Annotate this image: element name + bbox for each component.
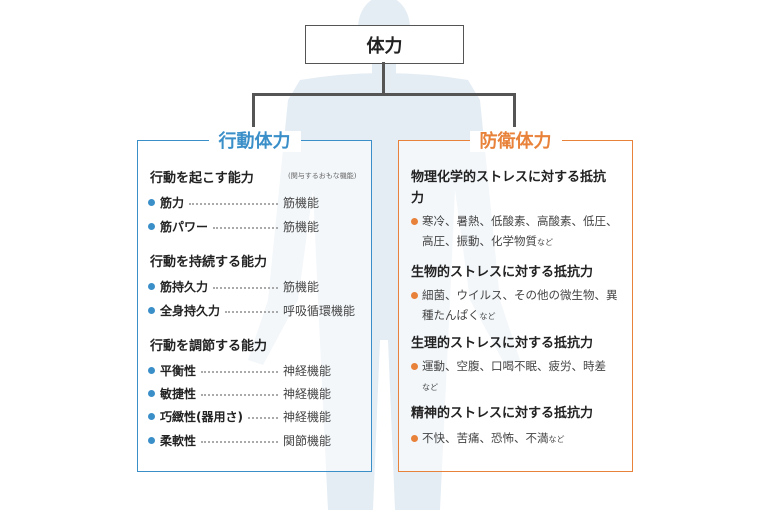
item-label: 全身持久力 <box>160 303 221 318</box>
item-suffix: など <box>548 435 565 444</box>
bullet-icon <box>148 366 155 374</box>
panel-defense-stamina: 防衛体力 物理化学的ストレスに対する抵抗力 寒冷、暑熱、低酸素、高酸素、低圧、高… <box>398 131 633 472</box>
list-item: 寒冷、暑熱、低酸素、高酸素、低圧、高圧、振動、化学物質など <box>411 211 624 253</box>
item-function: 関節機能 <box>283 433 332 448</box>
group-heading: 行動を起こす能力 <box>150 171 254 186</box>
item-label: 筋持久力 <box>160 279 209 294</box>
item-function: 神経機能 <box>283 386 332 401</box>
item-suffix: など <box>422 383 438 392</box>
connector-line <box>513 93 516 127</box>
panel-action-stamina: 行動体力 (関与するおもな機能) 行動を起こす能力 筋力筋機能 筋パワー筋機能 … <box>137 131 372 472</box>
item-function: 神経機能 <box>283 363 332 378</box>
bullet-icon <box>411 218 418 225</box>
item-label: 柔軟性 <box>160 433 197 448</box>
bullet-icon <box>148 282 155 290</box>
list-item: 敏捷性 神経機能 <box>148 384 363 402</box>
bullet-icon <box>411 435 418 442</box>
connector-line <box>382 62 385 95</box>
item-function: 神経機能 <box>283 409 332 424</box>
bullet-icon <box>148 222 155 230</box>
item-suffix: など <box>479 312 496 321</box>
list-item: 細菌、ウイルス、その他の微生物、異種たんぱくなど <box>411 285 624 327</box>
list-item: 全身持久力 呼吸循環機能 <box>148 301 363 319</box>
list-item: 平衡性 神経機能 <box>148 361 363 379</box>
list-item: 筋力 筋機能 <box>148 193 363 211</box>
item-text: 寒冷、暑熱、低酸素、高酸素、低圧、高圧、振動、化学物質 <box>422 214 618 248</box>
group-heading: 物理化学的ストレスに対する抵抗力 <box>411 170 607 206</box>
bullet-icon <box>411 292 418 299</box>
bullet-icon <box>148 389 155 397</box>
item-text: 運動、空腹、口喝不眠、疲労、時差 <box>422 359 606 373</box>
bullet-icon <box>411 363 418 370</box>
item-text: 細菌、ウイルス、その他の微生物、異種たんぱく <box>422 288 618 322</box>
list-item: 柔軟性 関節機能 <box>148 431 363 449</box>
bullet-icon <box>148 198 155 206</box>
item-suffix: など <box>537 238 553 247</box>
list-item: 巧緻性(器用さ) 神経機能 <box>148 407 363 425</box>
panel-title: 防衛体力 <box>469 131 562 152</box>
group-heading: 精神的ストレスに対する抵抗力 <box>411 406 594 421</box>
list-item: 運動、空腹、口喝不眠、疲労、時差など <box>411 356 612 398</box>
item-label: 巧緻性(器用さ) <box>160 409 243 424</box>
connector-line <box>252 93 255 127</box>
group-heading: 生物的ストレスに対する抵抗力 <box>411 265 594 280</box>
group-heading: 行動を調節する能力 <box>150 339 268 354</box>
panel-title: 行動体力 <box>208 131 301 152</box>
item-label: 筋パワー <box>160 219 209 234</box>
bullet-icon <box>148 436 155 444</box>
item-text: 不快、苦痛、恐怖、不満 <box>422 431 549 445</box>
bullet-icon <box>148 412 155 420</box>
item-label: 敏捷性 <box>160 386 197 401</box>
item-function: 呼吸循環機能 <box>283 303 356 318</box>
bullet-icon <box>148 306 155 314</box>
group-heading: 生理的ストレスに対する抵抗力 <box>411 336 594 351</box>
root-node-stamina: 体力 <box>305 25 464 64</box>
list-item: 筋パワー 筋機能 <box>148 217 363 235</box>
item-function: 筋機能 <box>283 195 320 210</box>
list-item: 不快、苦痛、恐怖、不満など <box>411 428 624 450</box>
item-label: 平衡性 <box>160 363 197 378</box>
group-heading: 行動を持続する能力 <box>150 255 268 270</box>
note: (関与するおもな機能) <box>288 172 357 180</box>
connector-line <box>252 93 516 96</box>
item-function: 筋機能 <box>283 219 320 234</box>
list-item: 筋持久力 筋機能 <box>148 277 363 295</box>
item-label: 筋力 <box>160 195 185 210</box>
item-function: 筋機能 <box>283 279 320 294</box>
